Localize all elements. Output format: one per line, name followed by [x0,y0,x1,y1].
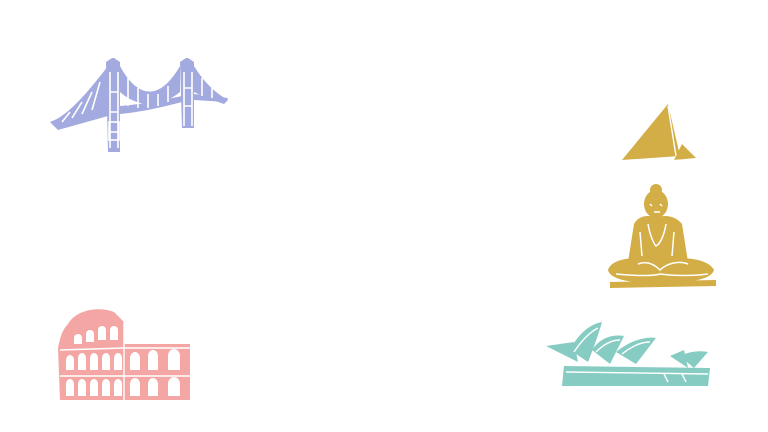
golden-gate-bridge-icon [48,52,232,156]
bridge-highlights [61,72,213,148]
seated-buddha-icon [604,184,720,292]
pyramid-icon [616,100,700,168]
sydney-opera-house-icon [544,316,714,392]
colosseum-arches [66,326,180,396]
colosseum-icon [54,304,194,404]
